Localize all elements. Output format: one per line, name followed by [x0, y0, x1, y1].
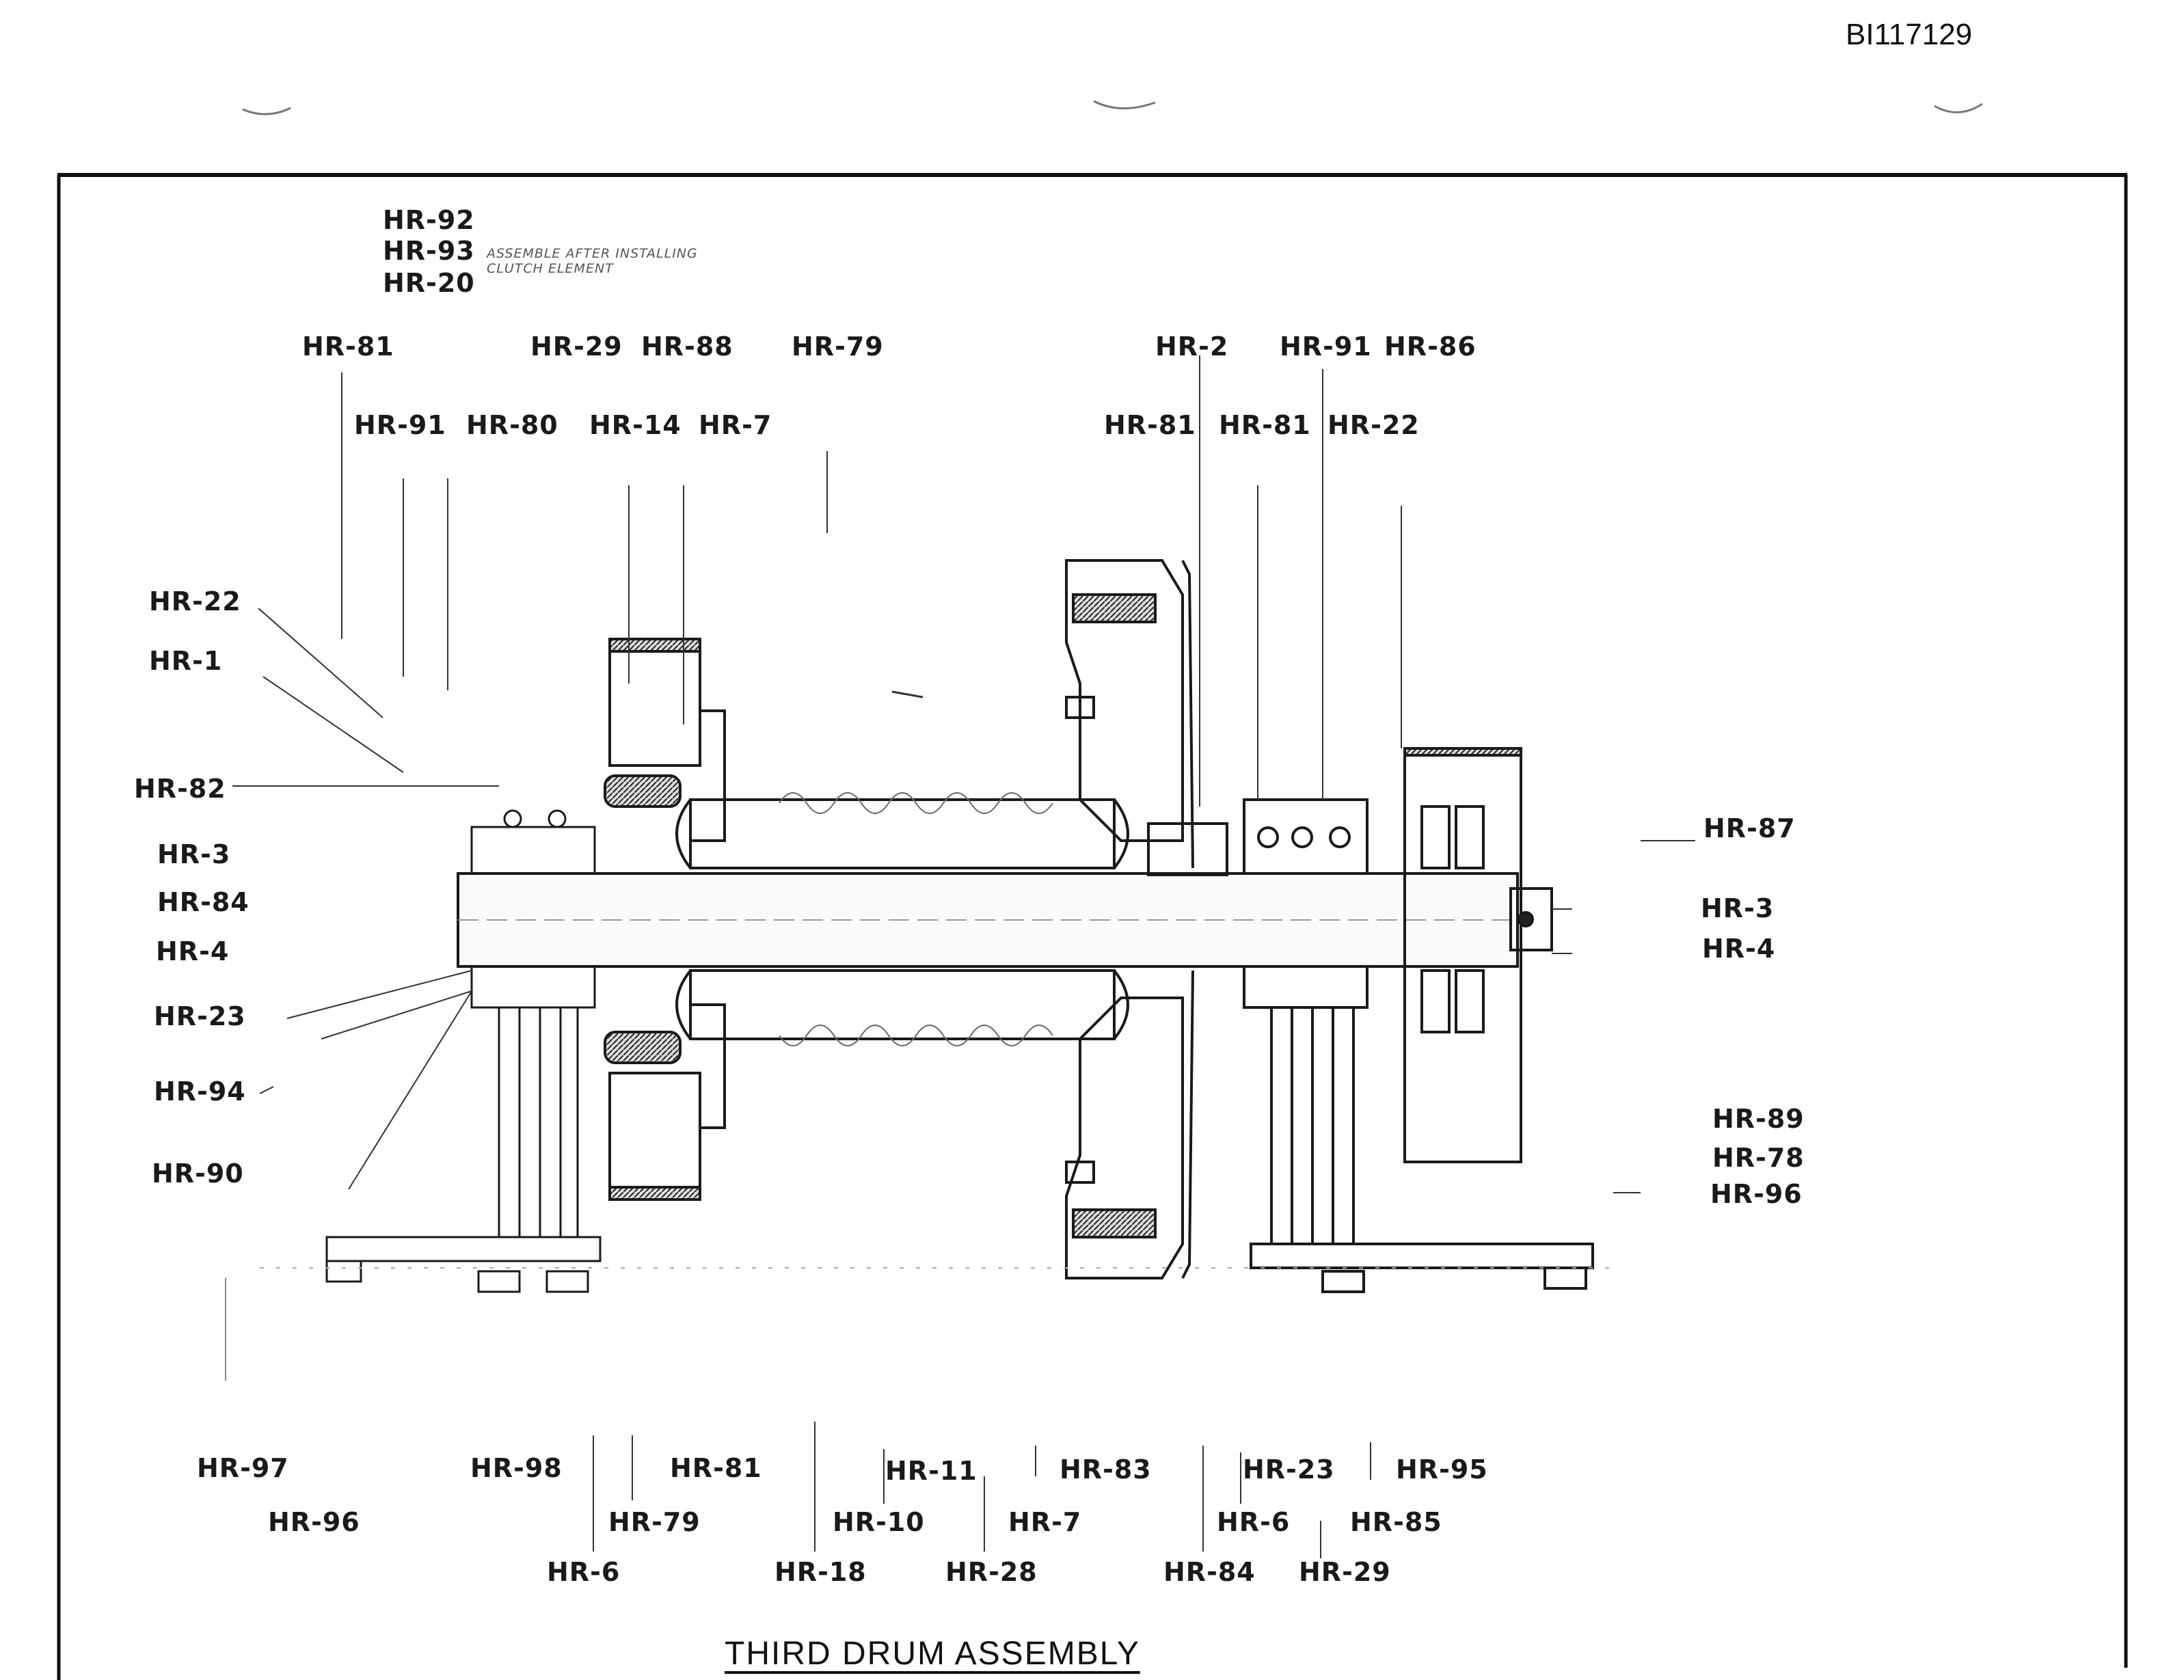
assembly-note: ASSEMBLE AFTER INSTALLING CLUTCH ELEMENT — [487, 246, 698, 276]
part-label: HR-4 — [1702, 934, 1776, 964]
part-label: HR-20 — [383, 268, 475, 298]
drawing-frame — [57, 173, 2128, 1680]
right-drum-flange — [1065, 559, 1194, 1279]
part-label: HR-81 — [670, 1453, 762, 1483]
part-label: HR-94 — [154, 1076, 246, 1107]
part-label: HR-14 — [589, 410, 682, 440]
part-label: HR-7 — [699, 410, 772, 440]
part-label: HR-88 — [641, 331, 733, 362]
part-label: HR-79 — [608, 1507, 701, 1537]
end-gear-housing — [1403, 747, 1553, 1163]
part-label: HR-91 — [354, 410, 446, 440]
right-hub — [1147, 798, 1594, 1293]
part-label: HR-29 — [530, 331, 623, 362]
part-label: HR-90 — [152, 1159, 244, 1189]
part-label: HR-82 — [134, 774, 226, 804]
part-label: HR-98 — [470, 1453, 563, 1483]
document-id: BI117129 — [1846, 18, 1973, 51]
part-label: HR-28 — [945, 1557, 1038, 1587]
part-label: HR-86 — [1384, 331, 1477, 362]
part-label: HR-92 — [383, 205, 475, 235]
part-label: HR-6 — [1217, 1507, 1291, 1537]
drawing-title: THIRD DRUM ASSEMBLY — [725, 1636, 1140, 1672]
part-label: HR-22 — [1327, 410, 1420, 440]
part-label: HR-83 — [1060, 1454, 1152, 1485]
part-label: HR-84 — [1163, 1557, 1256, 1587]
part-label: HR-96 — [268, 1507, 360, 1537]
part-label: HR-93 — [383, 236, 475, 266]
part-label: HR-85 — [1350, 1507, 1442, 1537]
punch-hole-marks — [242, 100, 1983, 116]
part-label: HR-4 — [156, 936, 230, 966]
part-label: HR-81 — [302, 331, 394, 362]
part-label: HR-23 — [154, 1001, 246, 1031]
part-label: HR-29 — [1299, 1557, 1391, 1587]
part-label: HR-84 — [157, 887, 250, 917]
part-label: HR-11 — [885, 1456, 978, 1486]
part-label: HR-80 — [466, 410, 558, 440]
part-label: HR-3 — [1701, 893, 1775, 923]
left-clutch-drum — [604, 638, 726, 1201]
part-label: HR-96 — [1710, 1179, 1803, 1209]
part-label: HR-22 — [149, 586, 241, 617]
part-label: HR-23 — [1243, 1454, 1335, 1485]
shaft-center-marks — [225, 690, 1613, 1381]
part-label: HR-81 — [1104, 410, 1196, 440]
leader-lines — [232, 355, 1695, 1558]
left-bearing-supports — [325, 809, 602, 1293]
part-label: HR-89 — [1712, 1104, 1805, 1134]
part-label: HR-87 — [1703, 813, 1796, 843]
part-label: HR-81 — [1219, 410, 1311, 440]
part-label: HR-3 — [157, 839, 231, 869]
part-label: HR-78 — [1712, 1143, 1805, 1173]
part-label: HR-97 — [197, 1453, 289, 1483]
part-label: HR-7 — [1008, 1507, 1082, 1537]
part-label: HR-18 — [774, 1557, 867, 1587]
part-label: HR-95 — [1396, 1454, 1488, 1485]
part-label: HR-6 — [547, 1557, 621, 1587]
main-shaft — [457, 872, 1519, 968]
part-label: HR-91 — [1280, 331, 1372, 362]
part-label: HR-10 — [833, 1507, 925, 1537]
part-label: HR-2 — [1155, 331, 1229, 362]
part-label: HR-1 — [149, 646, 223, 676]
part-label: HR-79 — [792, 331, 884, 362]
